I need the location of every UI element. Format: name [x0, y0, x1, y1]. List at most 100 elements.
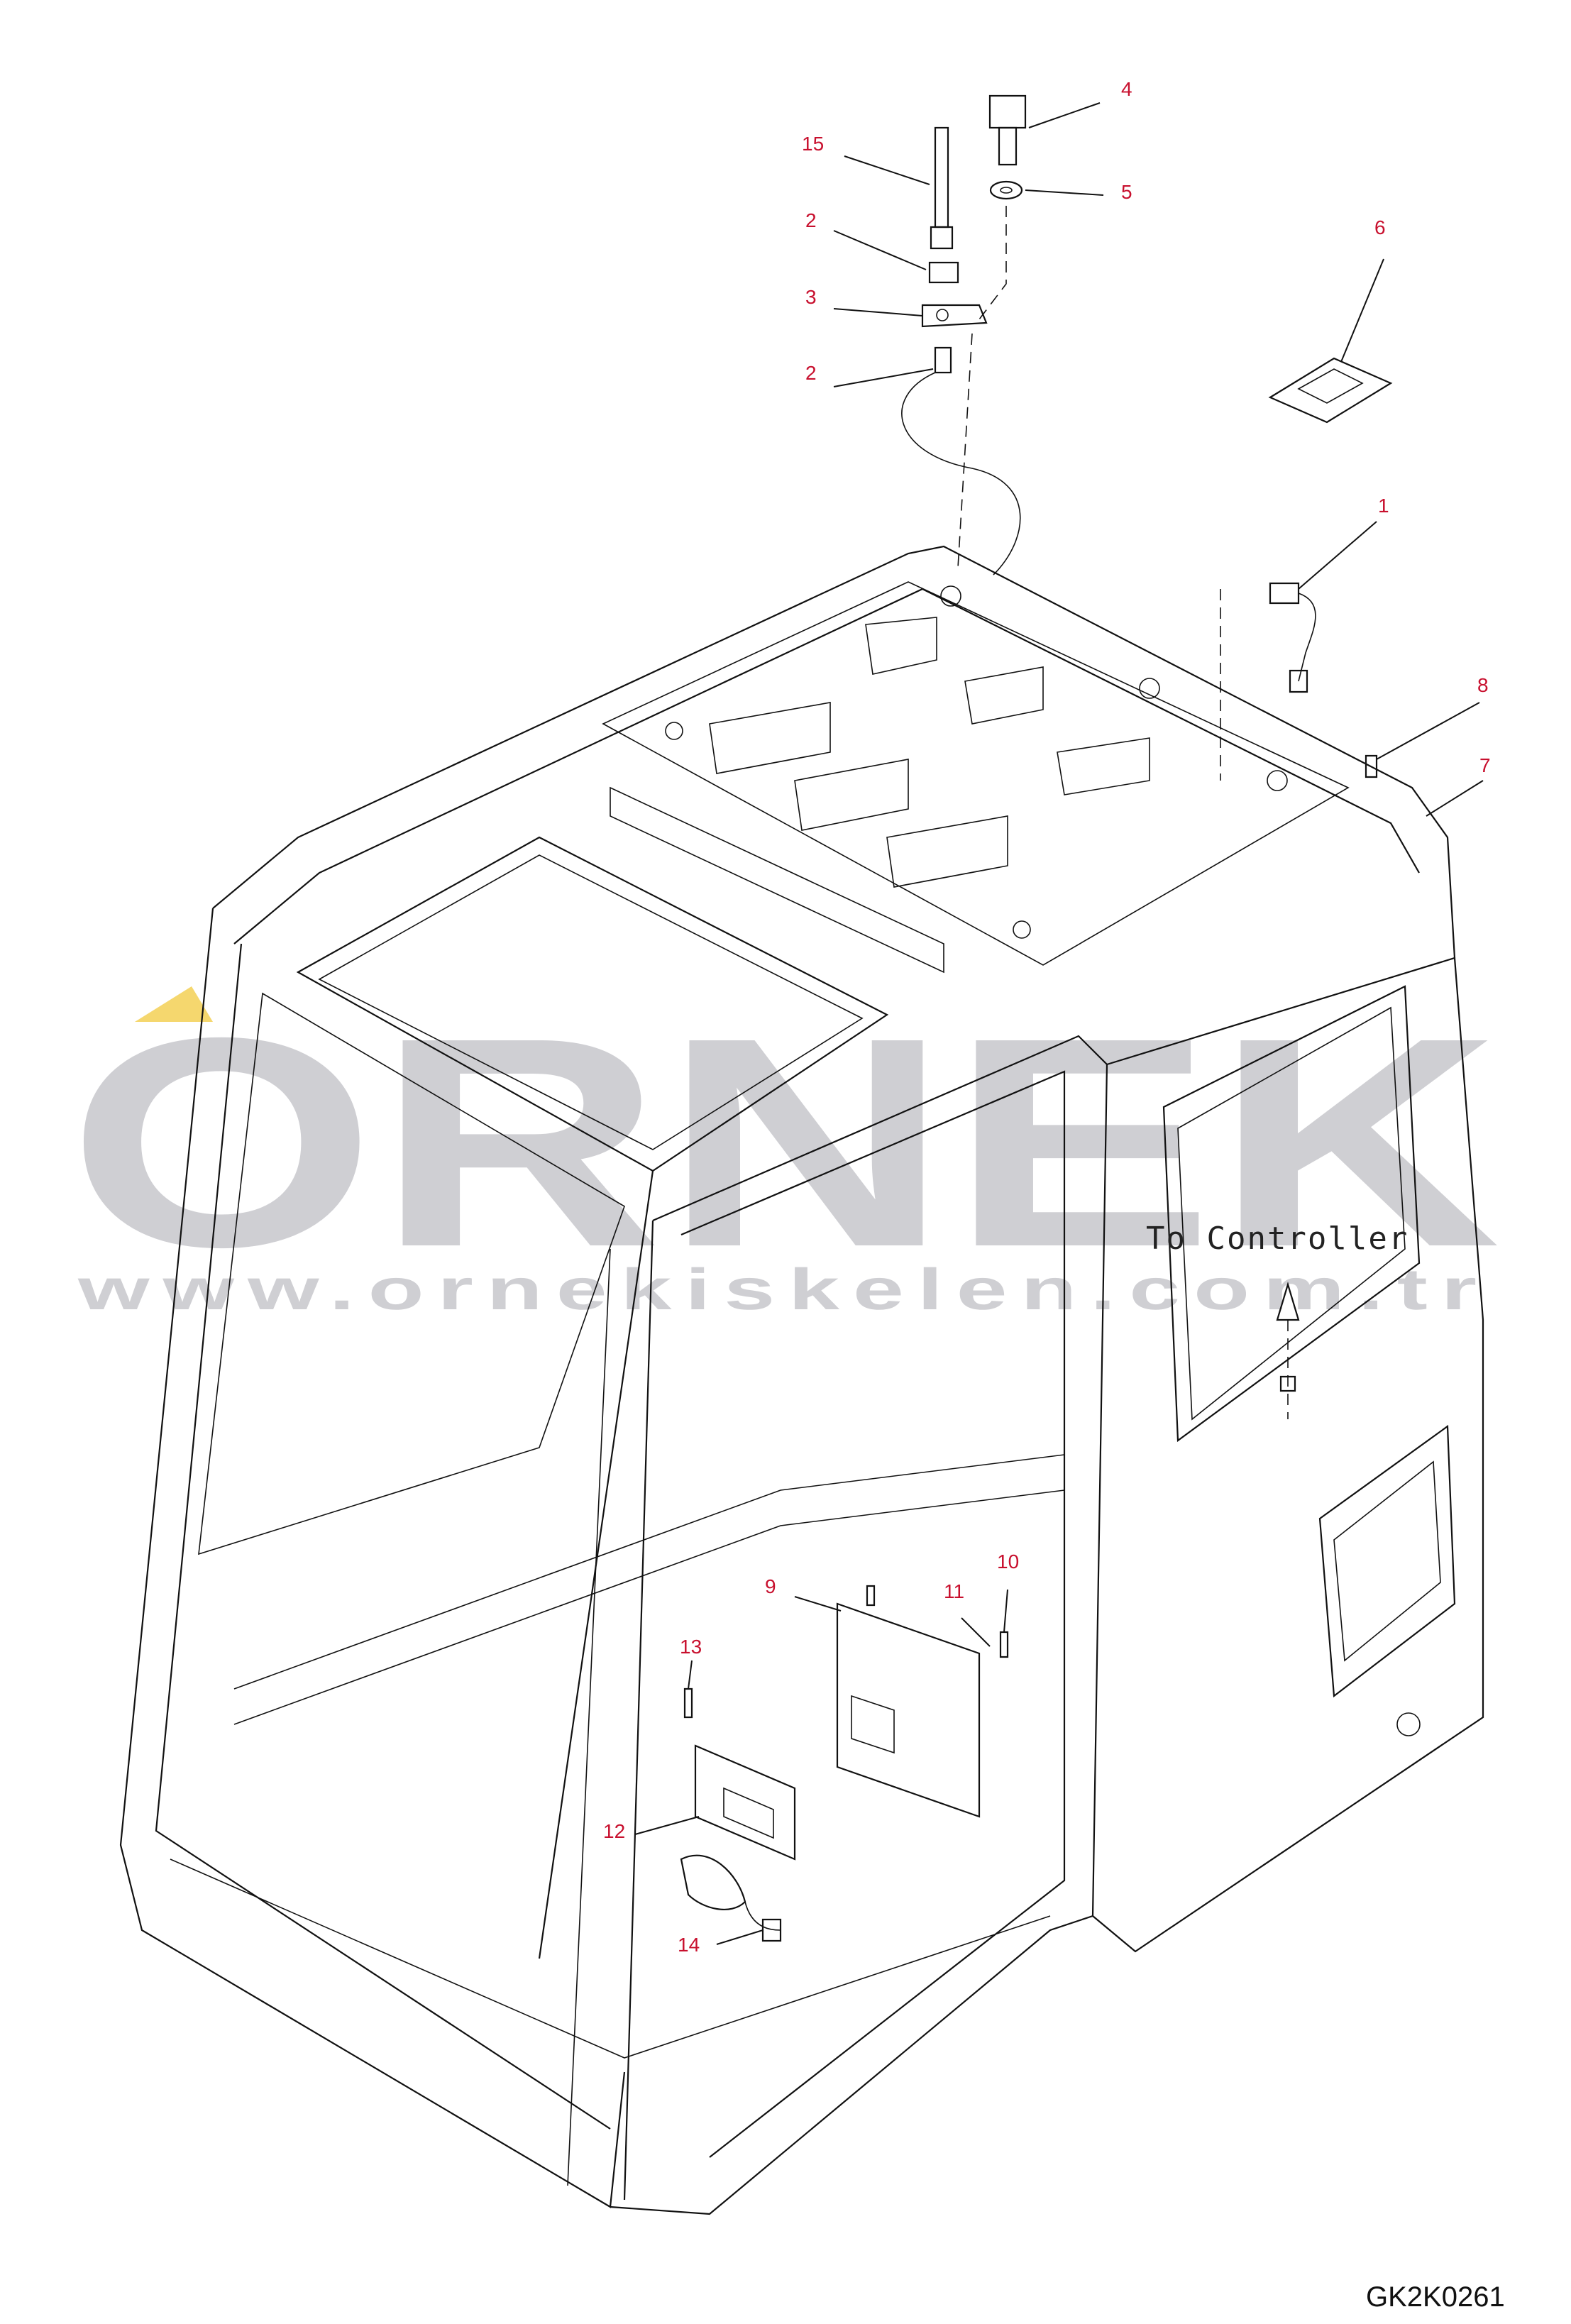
controller-label: [723, 1787, 774, 1839]
plate-bracket: [851, 1695, 895, 1754]
door-frame-inner: [680, 1070, 1066, 2158]
bolt-head: [988, 94, 1027, 129]
callout-11: 11: [944, 1580, 964, 1602]
connector-14-plug: [761, 1918, 782, 1942]
callout-7: 7: [1479, 754, 1491, 776]
front-frame-left: [119, 908, 626, 2208]
roof-gutter: [610, 786, 944, 974]
cover-inner: [1297, 368, 1364, 404]
watermark-brand: ORNEK: [67, 976, 1501, 1309]
antenna-base: [930, 226, 954, 250]
leader-9: [794, 1596, 842, 1612]
roof-rib-3: [1057, 737, 1150, 795]
roof-inner-edge: [233, 588, 1420, 945]
side-grommet: [1396, 1712, 1421, 1736]
watermark-url: www.ornekiskelen.com.tr: [77, 1257, 1490, 1322]
assembly-line-bolt: [979, 206, 1007, 320]
leader-12: [634, 1816, 700, 1835]
leader-2b: [833, 368, 934, 387]
roof-boss-4: [665, 722, 683, 740]
leader-13: [688, 1660, 693, 1690]
leader-1: [1298, 521, 1377, 590]
callout-6: 6: [1374, 216, 1386, 238]
roof-window-glass: [318, 854, 864, 1150]
watermark: ORNEK www.ornekiskelen.com.tr: [67, 976, 1501, 1322]
screw-10: [999, 1631, 1009, 1658]
mounting-plate: [836, 1602, 981, 1818]
harness-plug: [1289, 669, 1308, 693]
callout-3: 3: [805, 286, 817, 308]
leader-14: [716, 1929, 764, 1945]
interior-crossbar-2: [233, 1489, 1065, 1725]
roof-panel: [602, 581, 1350, 966]
assembly-line-antenna: [957, 333, 973, 568]
roof-window: [296, 836, 889, 1172]
antenna-connector: [934, 346, 952, 374]
callout-2b: 2: [805, 362, 817, 384]
screw-11: [866, 1585, 876, 1607]
side-panel: [1092, 957, 1484, 1953]
side-vent-inner: [1333, 1460, 1441, 1662]
leader-11: [961, 1617, 991, 1647]
to-controller-plug: [1279, 1375, 1296, 1392]
front-frame-inner: [155, 943, 611, 2130]
roof-rib-2: [964, 666, 1044, 725]
callout-5: 5: [1121, 181, 1132, 203]
side-vent: [1318, 1424, 1456, 1698]
roof-rib-1: [865, 617, 937, 675]
connector-14: [680, 1854, 746, 1910]
callout-13: 13: [680, 1636, 702, 1658]
roof-outline: [212, 545, 1456, 959]
roof-rib-5: [794, 759, 909, 831]
callout-1: 1: [1378, 495, 1389, 517]
harness-connector: [1269, 582, 1300, 605]
bolt-shank: [998, 126, 1018, 166]
callouts: 15 2 3 2 4 5 6 1 8 7 9 10 11 13 12 14: [603, 78, 1491, 1956]
nut-part: [928, 261, 959, 284]
leader-3: [833, 308, 923, 316]
cover-part: [1268, 357, 1393, 424]
clip-part: [1365, 754, 1378, 778]
interior-crossbar: [233, 1454, 1065, 1690]
cab-drawing: [119, 545, 1484, 2215]
roof-boss-5: [1013, 920, 1031, 939]
roof-rib-4: [709, 702, 831, 774]
antenna-rod: [934, 126, 949, 228]
pillar-back: [567, 1248, 611, 2186]
side-window-glass: [1177, 1006, 1406, 1421]
leader-2a: [833, 230, 927, 270]
callout-8: 8: [1477, 674, 1489, 696]
roof-boss-2: [1139, 678, 1160, 699]
screw-13: [683, 1687, 693, 1719]
leader-6: [1340, 258, 1384, 363]
leader-4: [1028, 102, 1101, 128]
washer-part: [989, 180, 1023, 200]
floor-edge: [170, 1858, 1051, 2059]
leader-7: [1426, 780, 1484, 817]
leader-8: [1376, 702, 1480, 760]
drawing-code: GK2K0261: [1366, 2281, 1505, 2313]
callout-10: 10: [997, 1551, 1019, 1573]
controller-unit: [694, 1744, 796, 1861]
leader-10: [1003, 1589, 1008, 1633]
roof-boss-1: [940, 585, 961, 607]
pillar-front: [623, 1220, 654, 2201]
antenna-cable: [901, 372, 1021, 576]
watermark-accent: [135, 986, 213, 1022]
side-window: [1162, 985, 1421, 1443]
harness-cable: [1298, 593, 1316, 682]
callout-15: 15: [802, 133, 824, 155]
front-window-glass: [198, 992, 625, 1555]
callout-2a: 2: [805, 209, 817, 231]
to-controller-note: To Controller: [1146, 1221, 1409, 1257]
leader-15: [844, 155, 930, 185]
callout-12: 12: [603, 1820, 625, 1842]
callout-14: 14: [678, 1934, 700, 1956]
leader-5: [1025, 189, 1104, 196]
bracket-hole: [936, 309, 949, 321]
callout-9: 9: [765, 1575, 776, 1597]
roof-boss-3: [1267, 770, 1288, 791]
parts: [680, 94, 1393, 1942]
